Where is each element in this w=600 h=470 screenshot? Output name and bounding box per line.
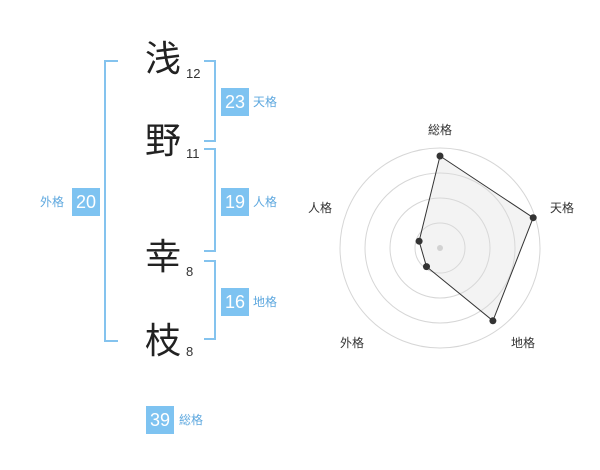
name-char-4: 枝	[144, 321, 181, 362]
tenkaku-label: 天格	[253, 95, 278, 109]
radar-label-tenkaku: 天格	[549, 201, 574, 215]
radar-ring-4	[339, 147, 541, 349]
chikaku-score: 16	[221, 288, 249, 316]
gaikaku-label: 外格	[40, 195, 65, 209]
radar-point-3	[489, 317, 497, 325]
name-char-3: 幸	[144, 237, 181, 278]
radar-ring-1	[414, 222, 466, 274]
chikaku-bracket	[204, 260, 216, 340]
radar-center-dot	[437, 245, 443, 251]
radar-ring-2	[389, 197, 491, 299]
radar-label-jinkaku: 人格	[307, 201, 332, 215]
name-char-2: 野	[144, 121, 181, 162]
gaikaku-score: 20	[72, 188, 100, 216]
name-char-1: 浅	[144, 39, 181, 80]
radar-label-gaikaku: 外格	[339, 336, 364, 350]
soukaku-label: 総格	[179, 413, 204, 427]
tenkaku-score: 23	[221, 88, 249, 116]
radar-point-2	[529, 214, 537, 222]
stroke-count-1: 12	[186, 66, 201, 81]
radar-point-4	[423, 263, 430, 271]
radar-polygon	[418, 155, 534, 322]
chikaku-label: 地格	[253, 295, 278, 309]
stroke-count-2: 11	[186, 146, 200, 161]
jinkaku-label: 人格	[253, 195, 278, 209]
radar-label-chikaku: 地格	[510, 336, 535, 350]
stroke-count-3: 8	[186, 264, 194, 279]
radar-point-5	[415, 237, 423, 245]
radar-label-soukaku: 総格	[427, 123, 452, 137]
radar-ring-3	[364, 172, 516, 324]
gaikaku-bracket	[104, 60, 118, 342]
tenkaku-bracket	[204, 60, 216, 142]
jinkaku-score: 19	[221, 188, 249, 216]
stroke-count-4: 8	[186, 344, 194, 359]
soukaku-score: 39	[146, 406, 174, 434]
jinkaku-bracket	[204, 148, 216, 252]
radar-point-1	[436, 152, 444, 160]
